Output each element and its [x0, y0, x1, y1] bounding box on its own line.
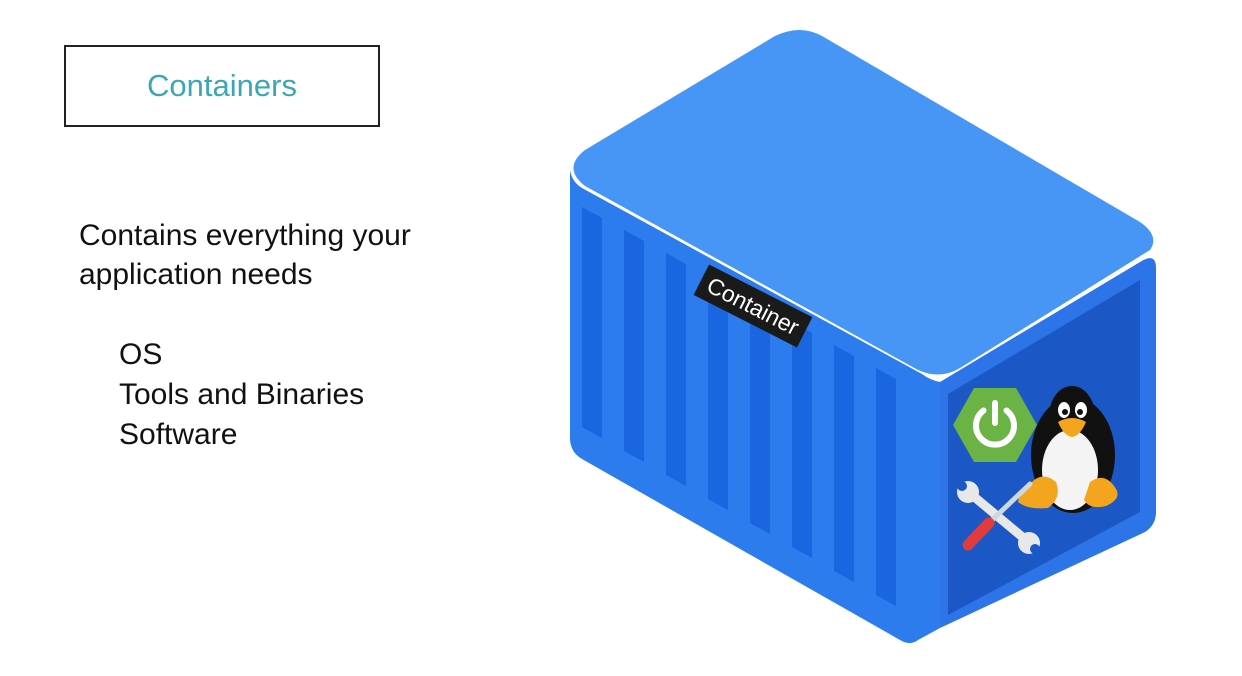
contents-list: OS Tools and Binaries Software: [119, 335, 364, 455]
intro-line-2: application needs: [79, 258, 313, 291]
list-item-os: OS: [119, 338, 163, 371]
intro-line-1: Contains everything your: [79, 219, 411, 252]
container-top-face: [573, 30, 1154, 375]
wrench-screwdriver-icon: [957, 481, 1040, 554]
intro-text: Contains everything your application nee…: [79, 216, 411, 294]
container-ribs: [582, 207, 896, 606]
list-item-software: Software: [119, 418, 238, 451]
list-item-tools: Tools and Binaries: [119, 378, 365, 411]
tux-penguin-icon: [1018, 386, 1118, 513]
spring-power-icon: [953, 388, 1037, 462]
slide-title: Containers: [147, 68, 297, 103]
title-box: Containers: [64, 45, 380, 127]
